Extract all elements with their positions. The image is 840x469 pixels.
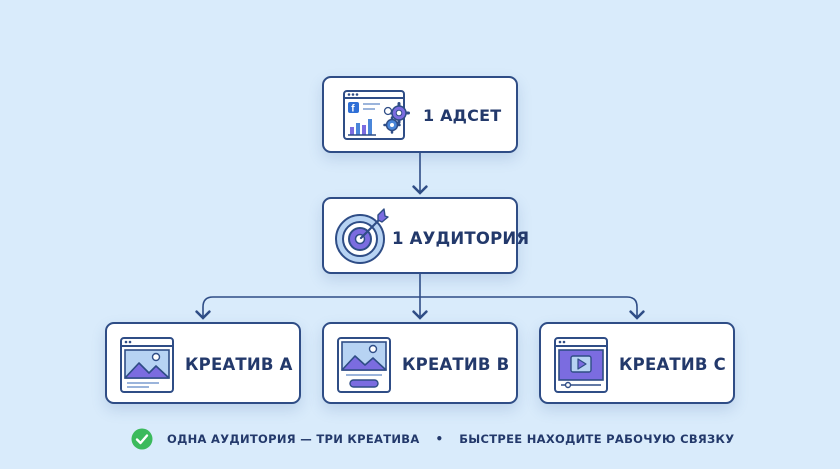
target-icon	[335, 208, 389, 264]
creative-a-label: КРЕАТИВ А	[185, 355, 293, 374]
connector-branch-c	[420, 296, 645, 320]
audience-label: 1 АУДИТОРИЯ	[392, 229, 530, 248]
creative-b-label: КРЕАТИВ В	[402, 355, 510, 374]
creative-c-label: КРЕАТИВ С	[619, 355, 726, 374]
video-post-icon	[554, 337, 608, 393]
check-circle-icon	[131, 428, 153, 450]
node-creative-c: КРЕАТИВ С	[539, 322, 735, 404]
image-banner-icon	[337, 337, 391, 393]
node-creative-b: КРЕАТИВ В	[322, 322, 518, 404]
footer-text-right: БЫСТРЕЕ НАХОДИТЕ РАБОЧУЮ СВЯЗКУ	[459, 432, 735, 446]
ads-manager-dashboard-icon: f	[343, 90, 410, 140]
footer-text-left: ОДНА АУДИТОРИЯ — ТРИ КРЕАТИВА	[167, 432, 420, 446]
node-creative-a: КРЕАТИВ А	[105, 322, 301, 404]
footer-separator: •	[435, 432, 444, 446]
footer-caption: ОДНА АУДИТОРИЯ — ТРИ КРЕАТИВА • БЫСТРЕЕ …	[131, 427, 734, 451]
adset-label: 1 АДСЕТ	[423, 106, 502, 125]
image-post-icon	[120, 337, 174, 393]
node-audience: 1 АУДИТОРИЯ	[322, 197, 529, 274]
node-adset: f	[322, 76, 518, 153]
svg-text:f: f	[351, 104, 355, 115]
connector-branch-a	[195, 296, 420, 320]
